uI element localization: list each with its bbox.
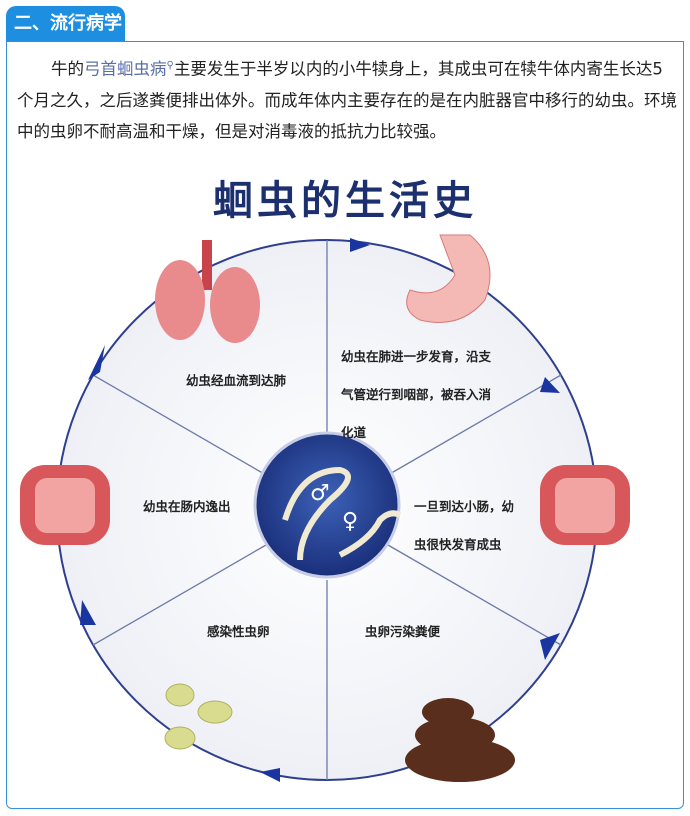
arrow-icons xyxy=(80,238,560,782)
figure-title: 蛔虫的生活史 xyxy=(213,177,477,224)
text: 牛的 xyxy=(51,59,84,79)
female-symbol: ♀ xyxy=(342,509,358,534)
disease-link[interactable]: 弓首蛔虫病 xyxy=(84,59,167,79)
spokes xyxy=(92,240,562,780)
stage-label: 幼虫经血流到达肺 xyxy=(186,373,287,388)
stage-label: 幼虫在肠内逸出 xyxy=(143,499,231,514)
feces-icon xyxy=(405,698,515,782)
section-tab: 二、流行病学 xyxy=(6,6,125,42)
text: 主要发生于半岁以内的小牛犊身上，其成虫可在犊牛体内寄生长达5个月之久，之后遂粪便… xyxy=(17,59,677,141)
lungs-icon xyxy=(155,240,260,343)
egg-icon xyxy=(164,683,233,750)
intro-paragraph: 牛的弓首蛔虫病⚲主要发生于半岁以内的小牛犊身上，其成虫可在犊牛体内寄生长达5个月… xyxy=(17,50,677,147)
stomach-icon xyxy=(406,234,491,323)
intestine-icon xyxy=(540,465,630,545)
stage-label: 一旦到达小肠，幼虫很快发育成虫 xyxy=(414,499,515,552)
stage-label: 感染性虫卵 xyxy=(207,624,270,639)
stage-label: 幼虫在肺进一步发育，沿支气管逆行到咽部，被吞入消化道 xyxy=(341,349,492,440)
stage-label: 虫卵污染粪便 xyxy=(365,624,441,639)
section-box xyxy=(6,41,684,809)
intestine-icon xyxy=(20,465,110,545)
male-symbol: ♂ xyxy=(310,481,330,506)
search-icon[interactable]: ⚲ xyxy=(166,60,174,71)
